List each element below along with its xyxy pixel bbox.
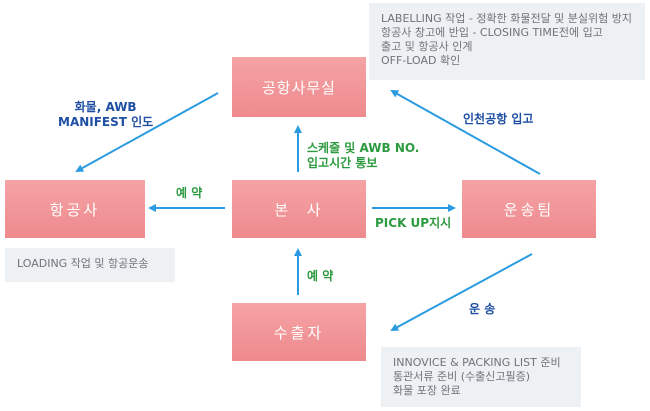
node-exporter: 수출자 — [232, 303, 366, 361]
node-headquarters: 본 사 — [232, 180, 366, 238]
label-incheon: 인천공항 입고 — [463, 112, 534, 126]
arrow-transport-to-exporter — [390, 253, 533, 331]
label-reservation-bottom: 예 약 — [307, 269, 334, 283]
note-line: 통관서류 준비 (수출신고필증) — [393, 370, 531, 383]
label-line: 화물, AWB — [74, 100, 137, 114]
note-line: INNOVICE & PACKING LIST 준비 — [393, 356, 561, 369]
label-cargo-awb: 화물, AWB MANIFEST 인도 — [58, 100, 153, 130]
label-line: MANIFEST 인도 — [58, 115, 154, 129]
note-line: LOADING 작업 및 항공운송 — [17, 257, 149, 270]
note-line: 항공사 창고에 반입 - CLOSING TIME전에 입고 — [381, 26, 603, 39]
node-transport-team: 운송팀 — [462, 180, 596, 238]
note-line: 화물 포장 완료 — [393, 384, 461, 397]
label-pickup: PICK UP지시 — [375, 216, 452, 230]
label-line: 스케줄 및 AWB NO. — [307, 141, 420, 155]
note-line: LABELLING 작업 - 정확한 화물전달 및 분실위험 방지 — [381, 12, 633, 25]
label-reservation-left: 예 약 — [176, 186, 203, 200]
label-line: 입고시간 통보 — [307, 156, 378, 170]
arrow-transport-to-office — [390, 90, 541, 175]
arrow-office-to-airline — [75, 92, 219, 172]
label-schedule: 스케줄 및 AWB NO. 입고시간 통보 — [307, 141, 419, 171]
note-top-right: LABELLING 작업 - 정확한 화물전달 및 분실위험 방지 항공사 창고… — [369, 3, 645, 80]
note-line: 출고 및 항공사 인계 — [381, 40, 473, 53]
node-airline-office: 공항사무실 — [232, 57, 366, 117]
label-transport: 운 송 — [469, 302, 496, 316]
note-bottom-right: INNOVICE & PACKING LIST 준비 통관서류 준비 (수출신고… — [381, 347, 581, 407]
note-line: OFF-LOAD 확인 — [381, 54, 461, 67]
node-airline: 항공사 — [5, 180, 145, 238]
note-left: LOADING 작업 및 항공운송 — [5, 248, 175, 282]
